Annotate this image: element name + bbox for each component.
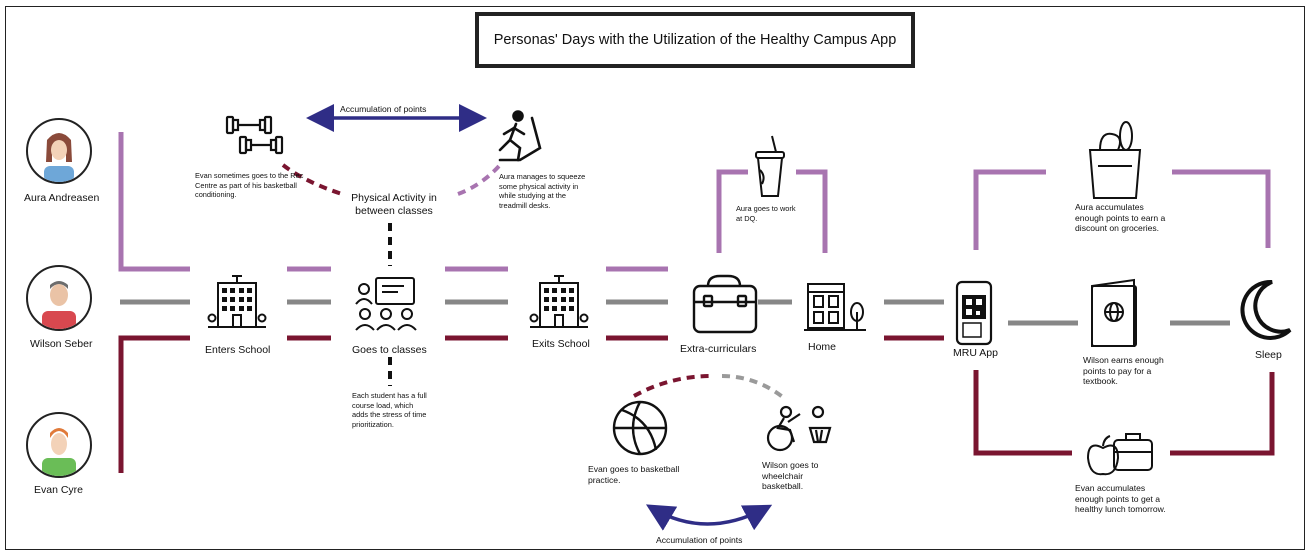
accumulation-label-bottom: Accumulation of points: [656, 535, 743, 545]
treadmill-icon: [498, 110, 542, 162]
aura-treadmill-note: Aura manages to squeeze some physical ac…: [499, 172, 586, 210]
evan-basketball-note: Evan goes to basketball practice.: [588, 464, 680, 485]
avatar-wilson: [26, 265, 92, 331]
dumbbell-icon: [225, 115, 284, 155]
diagram-title: Personas' Days with the Utilization of t…: [493, 32, 897, 48]
aura-work-note: Aura goes to work at DQ.: [736, 204, 796, 223]
aura-reward-note: Aura accumulates enough points to earn a…: [1075, 202, 1166, 234]
aura-path: [118, 132, 1271, 272]
stage-label-exits-school: Exits School: [532, 338, 590, 350]
persona-name: Aura Andreasen: [24, 192, 100, 204]
classroom-icon: [355, 277, 417, 331]
basketball-icon: [612, 400, 668, 456]
persona-name: Wilson Seber: [30, 338, 93, 350]
diagram-frame: [5, 6, 1305, 550]
title-box: Personas' Days with the Utilization of t…: [475, 12, 915, 68]
avatar-evan: [26, 412, 92, 478]
accumulation-arrow-bottom: [645, 504, 773, 531]
evan-reward-note: Evan accumulates enough points to get a …: [1075, 483, 1166, 515]
avatar-aura: [26, 118, 92, 184]
stage-label-goes-to-classes: Goes to classes: [352, 344, 427, 356]
backpack-icon: [692, 274, 758, 334]
dashed-connectors: [281, 163, 786, 400]
persona-name: Evan Cyre: [34, 484, 84, 496]
wilson-path: [120, 299, 1230, 326]
drink-cup-icon: [755, 135, 785, 197]
stage-label-sleep: Sleep: [1255, 349, 1282, 361]
building-icon: [529, 275, 589, 328]
passport-book-icon: [1091, 278, 1137, 347]
moon-icon: [1240, 279, 1292, 340]
course-load-note: Each student has a full course load, whi…: [352, 391, 427, 429]
evan-path: [118, 335, 1275, 473]
stage-label-enters-school: Enters School: [205, 344, 271, 356]
accumulation-label-top: Accumulation of points: [340, 104, 427, 114]
wheelchair-basketball-icon: [766, 405, 832, 452]
building-icon: [207, 275, 267, 328]
stage-label-mru-app: MRU App: [953, 347, 998, 359]
wilson-wheelchair-note: Wilson goes to wheelchair basketball.: [762, 460, 819, 492]
house-icon: [804, 283, 866, 331]
wilson-reward-note: Wilson earns enough points to pay for a …: [1083, 355, 1164, 387]
evan-rec-centre-note: Evan sometimes goes to the Rec Centre as…: [195, 171, 304, 200]
groceries-icon: [1088, 121, 1142, 199]
stage-label-home: Home: [808, 341, 837, 353]
phone-qr-icon: [955, 280, 993, 346]
physical-activity-label: Physical Activity in between classes: [351, 192, 437, 217]
stage-label-extra-curriculars: Extra-curriculars: [680, 343, 757, 355]
apple-lunchbox-icon: [1086, 433, 1153, 476]
